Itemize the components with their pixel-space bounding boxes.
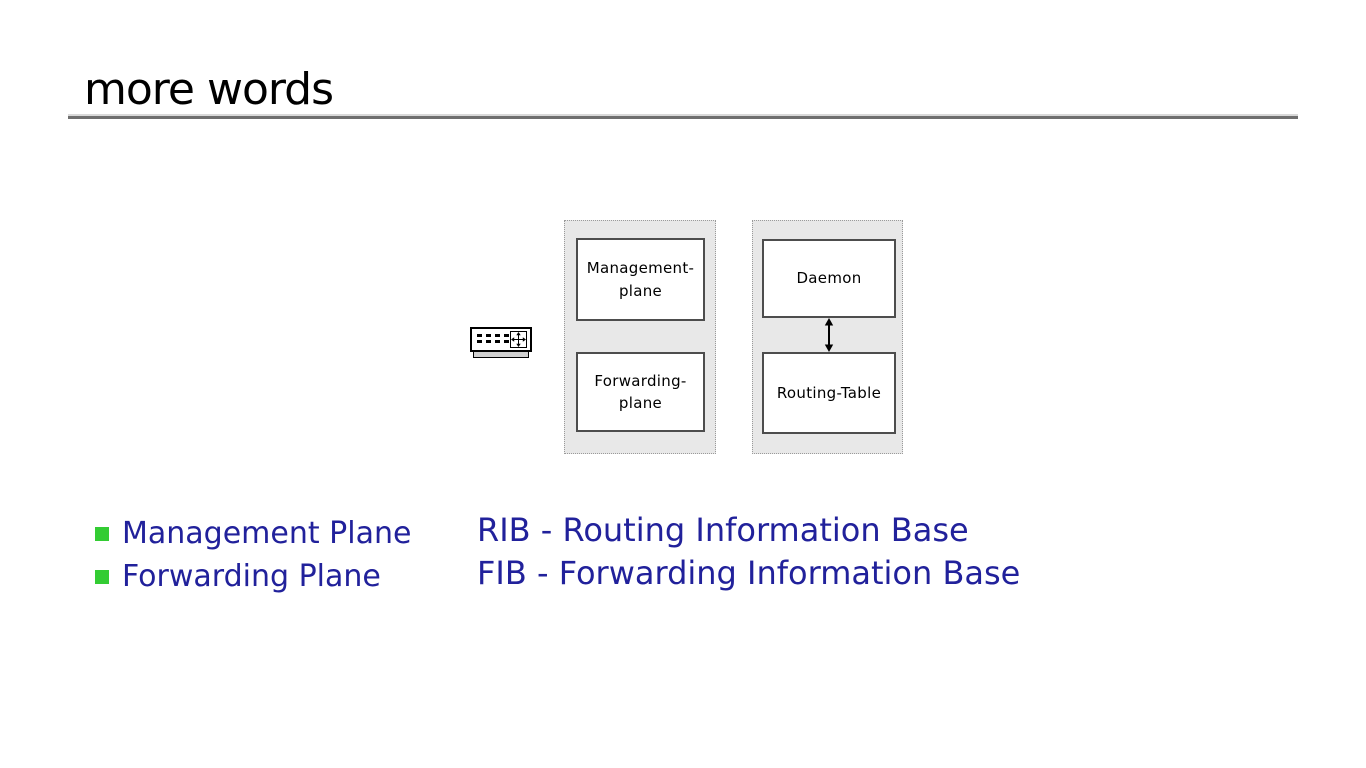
definition-label: FIB - Forwarding Information Base: [477, 553, 1021, 592]
switch-symbol-icon: [510, 331, 527, 348]
bullet-list: Management Plane Forwarding Plane: [95, 512, 411, 598]
router-body: [470, 327, 532, 352]
square-bullet-icon: [95, 569, 109, 584]
square-bullet-icon: [95, 526, 109, 541]
daemon-box: Daemon: [762, 239, 896, 318]
daemon-group-box: Daemon Routing-Table: [752, 220, 903, 454]
forwarding-plane-label: Forwarding- plane: [594, 371, 687, 413]
management-plane-box: Management- plane: [576, 238, 705, 321]
router-base: [473, 352, 529, 358]
definition-item-fib: FIB - Forwarding Information Base: [477, 551, 1020, 594]
bullet-label: Management Plane: [122, 516, 412, 551]
definition-label: RIB - Routing Information Base: [477, 510, 969, 549]
router-device-icon: [470, 327, 532, 358]
bullet-item-management-plane: Management Plane: [95, 512, 411, 555]
forwarding-plane-box: Forwarding- plane: [576, 352, 705, 432]
routing-table-label: Routing-Table: [776, 383, 882, 402]
daemon-label: Daemon: [796, 269, 862, 288]
bullet-label: Forwarding Plane: [122, 559, 381, 594]
definitions-list: RIB - Routing Information Base FIB - For…: [477, 508, 1020, 594]
definition-item-rib: RIB - Routing Information Base: [477, 508, 1020, 551]
routing-table-box: Routing-Table: [762, 352, 896, 434]
title-underline: [68, 114, 1298, 119]
router-ports-icon: [477, 334, 509, 343]
management-plane-label: Management- plane: [586, 259, 695, 300]
double-vertical-arrow-icon: [824, 318, 834, 352]
planes-group-box: Management- plane Forwarding- plane: [564, 220, 716, 454]
bullet-item-forwarding-plane: Forwarding Plane: [95, 555, 411, 598]
page-title: more words: [84, 64, 334, 115]
